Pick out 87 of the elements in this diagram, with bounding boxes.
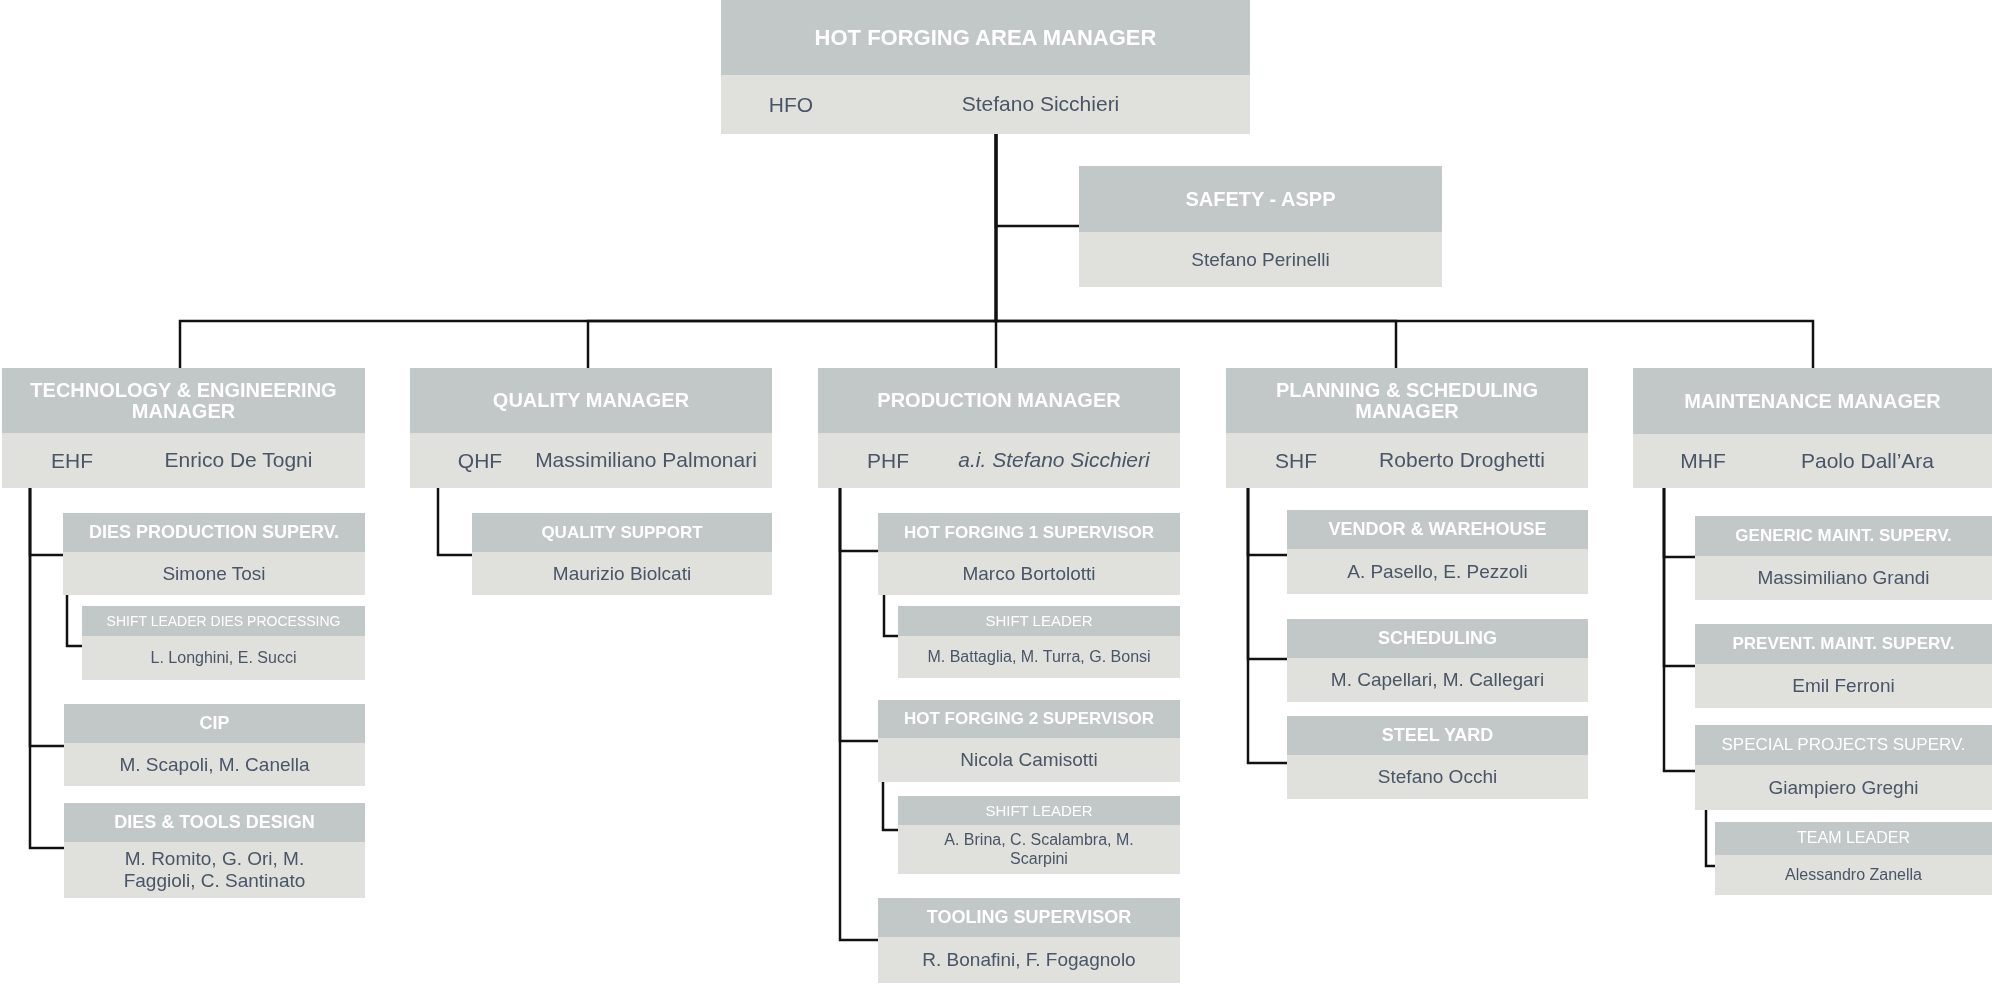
position-title: DIES & TOOLS DESIGN	[64, 803, 365, 842]
position-title: TECHNOLOGY & ENGINEERING MANAGER	[2, 368, 365, 433]
position-card	[1695, 624, 1992, 708]
position-card	[82, 606, 365, 680]
person-name: M. Battaglia, M. Turra, G. Bonsi	[927, 647, 1151, 667]
position-card	[472, 513, 772, 595]
person-name: M. Romito, G. Ori, M. Faggioli, C. Santinato	[122, 848, 307, 892]
position-card	[721, 0, 1250, 134]
person-name: Nicola Camisotti	[960, 749, 1098, 771]
position-title: CIP	[64, 704, 365, 743]
position-title: PRODUCTION MANAGER	[818, 368, 1180, 433]
position-card	[1633, 368, 1992, 488]
position-title: GENERIC MAINT. SUPERV.	[1695, 516, 1992, 556]
position-card	[1287, 619, 1588, 702]
connector-line	[436, 488, 472, 557]
person-name: Stefano Sicchieri	[961, 92, 1120, 117]
connector-line	[882, 595, 898, 638]
position-title: TEAM LEADER	[1715, 822, 1992, 855]
person-name: Marco Bortolotti	[962, 562, 1096, 585]
position-title: QUALITY MANAGER	[410, 368, 772, 433]
position-card	[64, 704, 365, 786]
unit-code: PHF	[866, 448, 910, 473]
position-card	[410, 368, 772, 488]
connector-line	[838, 488, 878, 942]
person-name: Massimiliano Grandi	[1757, 567, 1930, 589]
unit-code: SHF	[1274, 448, 1318, 473]
position-title: TOOLING SUPERVISOR	[878, 898, 1180, 937]
position-title: PREVENT. MAINT. SUPERV.	[1695, 624, 1992, 664]
connector-line	[65, 595, 82, 648]
position-title: STEEL YARD	[1287, 716, 1588, 755]
unit-code: MHF	[1679, 449, 1727, 473]
person-name: Stefano Perinelli	[1191, 248, 1330, 271]
person-name: Enrico De Togni	[164, 448, 313, 473]
person-name: A. Brina, C. Scalambra, M. Scarpini	[943, 831, 1135, 868]
position-card	[1287, 510, 1588, 594]
position-card	[878, 898, 1180, 983]
connector-line	[28, 488, 64, 850]
person-name: Emil Ferroni	[1792, 675, 1895, 697]
person-name: a.i. Stefano Sicchieri	[958, 448, 1150, 473]
position-card	[898, 606, 1180, 678]
position-title: SAFETY - ASPP	[1079, 166, 1442, 232]
position-title: SHIFT LEADER	[898, 796, 1180, 825]
person-name: Stefano Occhi	[1377, 766, 1498, 788]
unit-code: HFO	[767, 92, 815, 117]
connector-line	[1704, 810, 1715, 868]
person-name: M. Capellari, M. Callegari	[1330, 669, 1545, 691]
position-card	[1695, 725, 1992, 810]
position-card	[878, 700, 1180, 782]
person-name: L. Longhini, E. Succi	[150, 648, 297, 668]
person-name: M. Scapoli, M. Canella	[119, 753, 310, 776]
position-card	[878, 513, 1180, 595]
position-card	[818, 368, 1180, 488]
person-name: Paolo Dall’Ara	[1800, 448, 1935, 474]
position-card	[1079, 166, 1442, 287]
position-title: VENDOR & WAREHOUSE	[1287, 510, 1588, 549]
position-card	[1715, 822, 1992, 895]
unit-code: EHF	[50, 448, 94, 473]
position-card	[64, 803, 365, 898]
position-card	[1226, 368, 1588, 488]
position-title: HOT FORGING AREA MANAGER	[721, 0, 1250, 75]
position-title: MAINTENANCE MANAGER	[1633, 368, 1992, 434]
position-card	[63, 513, 365, 595]
position-title: DIES PRODUCTION SUPERV.	[63, 513, 365, 552]
person-name: R. Bonafini, F. Fogagnolo	[922, 949, 1136, 971]
person-name: Alessandro Zanella	[1785, 865, 1922, 885]
person-name: Maurizio Biolcati	[552, 562, 692, 585]
person-name: Simone Tosi	[162, 562, 266, 585]
position-title: SCHEDULING	[1287, 619, 1588, 658]
position-title: SHIFT LEADER DIES PROCESSING	[82, 606, 365, 636]
position-title: SPECIAL PROJECTS SUPERV.	[1695, 725, 1992, 765]
connector-line	[1662, 488, 1695, 773]
connector-line	[994, 134, 1815, 368]
position-title: QUALITY SUPPORT	[472, 513, 772, 552]
position-card	[1695, 516, 1992, 600]
person-name: Roberto Droghetti	[1379, 448, 1545, 473]
position-title: HOT FORGING 2 SUPERVISOR	[878, 700, 1180, 738]
position-card	[2, 368, 365, 488]
position-title: HOT FORGING 1 SUPERVISOR	[878, 513, 1180, 552]
position-card	[898, 796, 1180, 874]
connector-line	[881, 782, 898, 832]
person-name: A. Pasello, E. Pezzoli	[1347, 560, 1528, 583]
person-name: Massimiliano Palmonari	[535, 448, 757, 473]
connector-line	[1246, 488, 1287, 765]
position-card	[1287, 716, 1588, 799]
position-title: SHIFT LEADER	[898, 606, 1180, 636]
position-title: PLANNING & SCHEDULING MANAGER	[1226, 368, 1588, 433]
person-name: Giampiero Greghi	[1768, 776, 1919, 799]
